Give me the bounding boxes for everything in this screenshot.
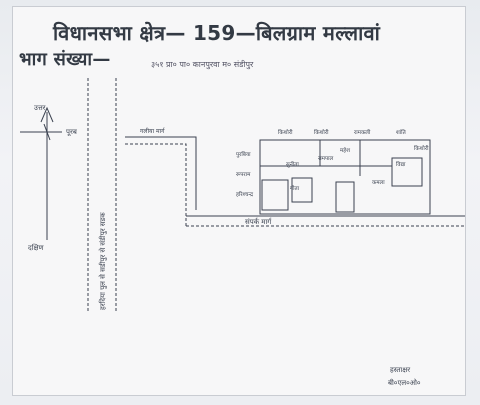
house-label: शांति [396,129,407,136]
house-label: महेश [340,147,350,154]
north-label: उत्तर [34,104,46,112]
blo-label: बी०एल०ओ० [388,378,421,387]
house-label: किशोरी [414,145,429,152]
house-label: रामकली [354,129,371,136]
settlement-outline [259,139,431,215]
house-label: हरिश्चन्द्र [236,191,253,198]
house-label: किशोरी [278,129,293,136]
branch-road-label: गलीया मार्ग [140,127,165,135]
main-road-label: हरदिया पुल से सडीपुर से संडीपुर सडक [98,212,107,310]
main-road [87,78,117,312]
house-label: रूपराम [236,172,251,178]
branch-road [125,136,465,227]
house-labels: किशोरी किशोरी रामकली शांति पुरबिया रूपरा… [236,129,429,198]
south-label: दक्षिण [28,243,45,252]
east-label: पूरब [66,128,78,136]
house-label: विद्या [396,161,406,168]
house-label: किशोरी [314,129,329,136]
part-number-detail: ३५१ प्रा० पा० कानपुरवा म० संडीपुर [151,60,254,69]
house-label: पुरबिया [236,151,251,158]
signature-label: हस्ताक्षर [390,366,410,374]
house-label: गीता [290,185,300,192]
compass-rose [20,106,62,240]
house-label: सुनीता [286,161,299,168]
house-label: कमला [372,180,385,186]
horizontal-road-label: संपर्क मार्ग [245,217,272,226]
house-label: रामपाल [318,156,334,162]
part-number-title: भाग संख्या— [19,49,111,70]
constituency-title: विधानसभा क्षेत्र— 159—बिलग्राम मल्लावां [53,21,381,45]
